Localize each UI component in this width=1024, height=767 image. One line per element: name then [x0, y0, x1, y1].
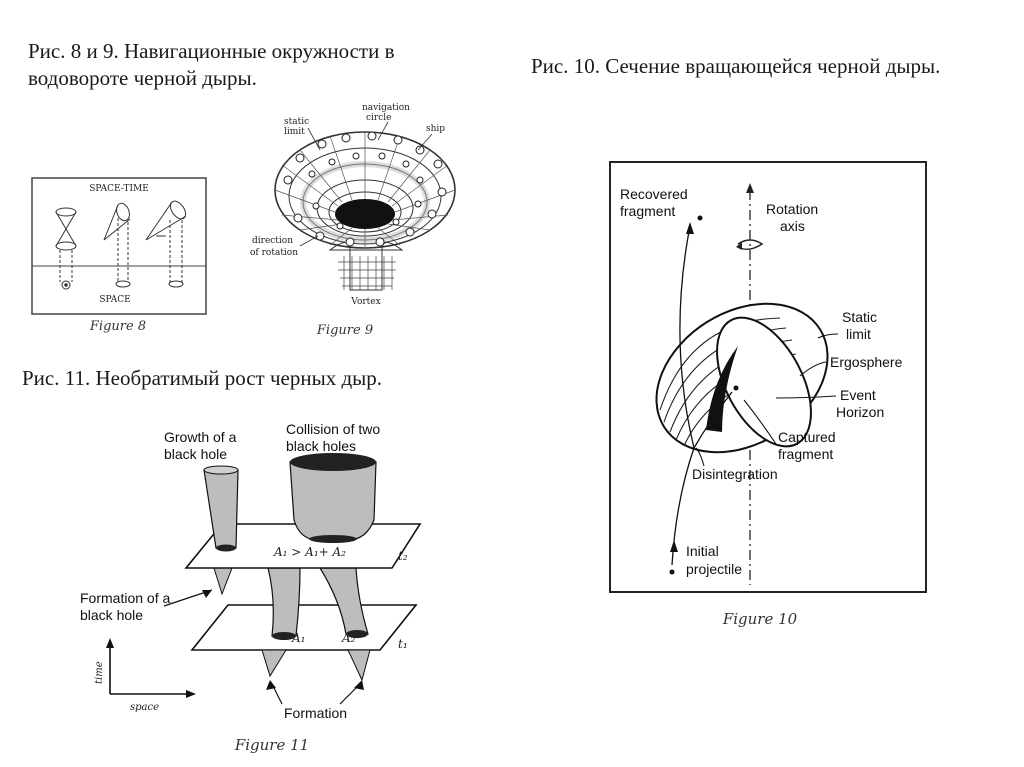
rotation-axis-label-2: axis — [780, 218, 805, 234]
rotation-axis-label-1: Rotation — [766, 201, 818, 217]
figure-10-caption: Рис. 10. Сечение вращающейся черной дыры… — [531, 54, 941, 78]
navigation-circle-label-1: navigation — [362, 103, 410, 113]
ergosphere-shadow — [706, 346, 738, 432]
event-horizon-label-2: Horizon — [836, 404, 884, 420]
navigation-circle-label-2: circle — [366, 113, 391, 123]
figure-8-9-caption: Рис. 8 и 9. Навигационные окружности в в… — [28, 39, 395, 90]
figure-8: SPACE-TIME SPACE — [31, 177, 207, 334]
collision-tube — [289, 461, 377, 541]
navigation-circles — [283, 131, 447, 247]
collision-tube-horizon — [309, 535, 357, 543]
vortex-throat — [335, 199, 395, 229]
formation-cone-right — [347, 649, 371, 682]
formation-bh-arrowhead — [202, 590, 212, 598]
recovered-fragment-dot — [697, 215, 703, 221]
static-limit-label-1: static — [284, 117, 309, 127]
figure-11-caption: Рис. 11. Необратимый рост черных дыр. — [22, 366, 383, 390]
figure-10-leaders — [695, 333, 839, 467]
black-hole-trunk-a1 — [267, 567, 301, 637]
horizon-a1 — [272, 632, 296, 640]
direction-label-1: direction — [252, 236, 293, 246]
growth-tube — [203, 469, 239, 549]
collision-label-2: black holes — [286, 438, 356, 454]
rotation-axis-arrowhead — [746, 183, 754, 193]
time-space-axes — [109, 644, 190, 695]
initial-projectile-label-2: projectile — [686, 561, 742, 577]
growth-label-1: Growth of a — [164, 429, 237, 445]
event-horizon-label-1: Event — [840, 387, 876, 403]
static-limit-label-2: limit — [846, 326, 871, 342]
light-cone-2 — [103, 202, 131, 288]
light-cone-1 — [55, 207, 77, 290]
captured-fragment-label-1: Captured — [778, 429, 836, 445]
disintegration-label: Disintegration — [692, 466, 778, 482]
growth-label-2: black hole — [164, 446, 227, 462]
inequality-label: A₁ > A₁+ A₂ — [273, 545, 346, 559]
formation-cone-growth — [213, 567, 233, 596]
t2-label: t₂ — [398, 549, 408, 563]
figure-9-caption: Figure 9 — [316, 323, 373, 338]
figure-11-caption: Figure 11 — [234, 736, 309, 754]
rotation-arrow-icon — [737, 239, 764, 251]
initial-arrowhead — [670, 540, 678, 552]
figure-9-leaders — [299, 121, 433, 247]
a1-label: A₁ — [291, 631, 305, 645]
vortex-stem — [328, 242, 404, 291]
a2-label: A₂ — [341, 631, 356, 645]
formation-cone-left — [261, 649, 287, 678]
initial-projectile-dot — [669, 569, 675, 575]
initial-projectile-label-1: Initial — [686, 543, 719, 559]
t1-label: t₁ — [398, 637, 408, 651]
ship-label: ship — [426, 124, 445, 134]
formation-arrowhead-left — [266, 680, 276, 690]
captured-fragment-dot — [733, 385, 739, 391]
recovered-arrowhead — [686, 222, 694, 234]
formation-bh-label-1: Formation of a — [80, 590, 170, 606]
figure-10-caption: Figure 10 — [722, 610, 798, 628]
formation-arrowhead-right — [354, 680, 364, 690]
figure-8-caption: Figure 8 — [89, 319, 146, 334]
collision-label-1: Collision of two — [286, 421, 380, 437]
direction-label-2: of rotation — [250, 248, 298, 258]
ergosphere-label: Ergosphere — [830, 354, 903, 370]
static-limit-label-1: Static — [842, 309, 877, 325]
space-time-label: SPACE-TIME — [89, 184, 149, 194]
figure-8-frame — [31, 177, 207, 315]
figure-11: Growth of a black hole Collision of two … — [80, 421, 422, 754]
formation-bh-label-2: black hole — [80, 607, 143, 623]
collision-tube-top — [290, 453, 376, 471]
event-horizon — [716, 316, 812, 448]
figure-9: static limit navigation circle ship dire… — [250, 103, 456, 338]
light-cone-3 — [145, 200, 187, 288]
space-axis-arrowhead — [186, 690, 196, 698]
horizon-a2 — [346, 630, 368, 638]
recovered-fragment-label-1: Recovered — [620, 186, 688, 202]
formation-label: Formation — [284, 705, 347, 721]
recovered-fragment-label-2: fragment — [620, 203, 675, 219]
time-axis-arrowhead — [106, 638, 114, 648]
growth-tube-horizon — [216, 544, 236, 552]
vortex-label: Vortex — [350, 297, 380, 307]
space-label: SPACE — [99, 295, 130, 305]
rotation-arrow-head — [736, 242, 742, 250]
captured-fragment-label-2: fragment — [778, 446, 833, 462]
space-axis-label: space — [130, 702, 159, 713]
time-axis-label: time — [94, 661, 105, 684]
vortex-stem-grid — [338, 256, 396, 290]
static-limit-label-2: limit — [284, 127, 305, 137]
growth-tube-top — [203, 465, 239, 475]
figure-10: Recovered fragment Rotation axis Static … — [609, 161, 927, 628]
